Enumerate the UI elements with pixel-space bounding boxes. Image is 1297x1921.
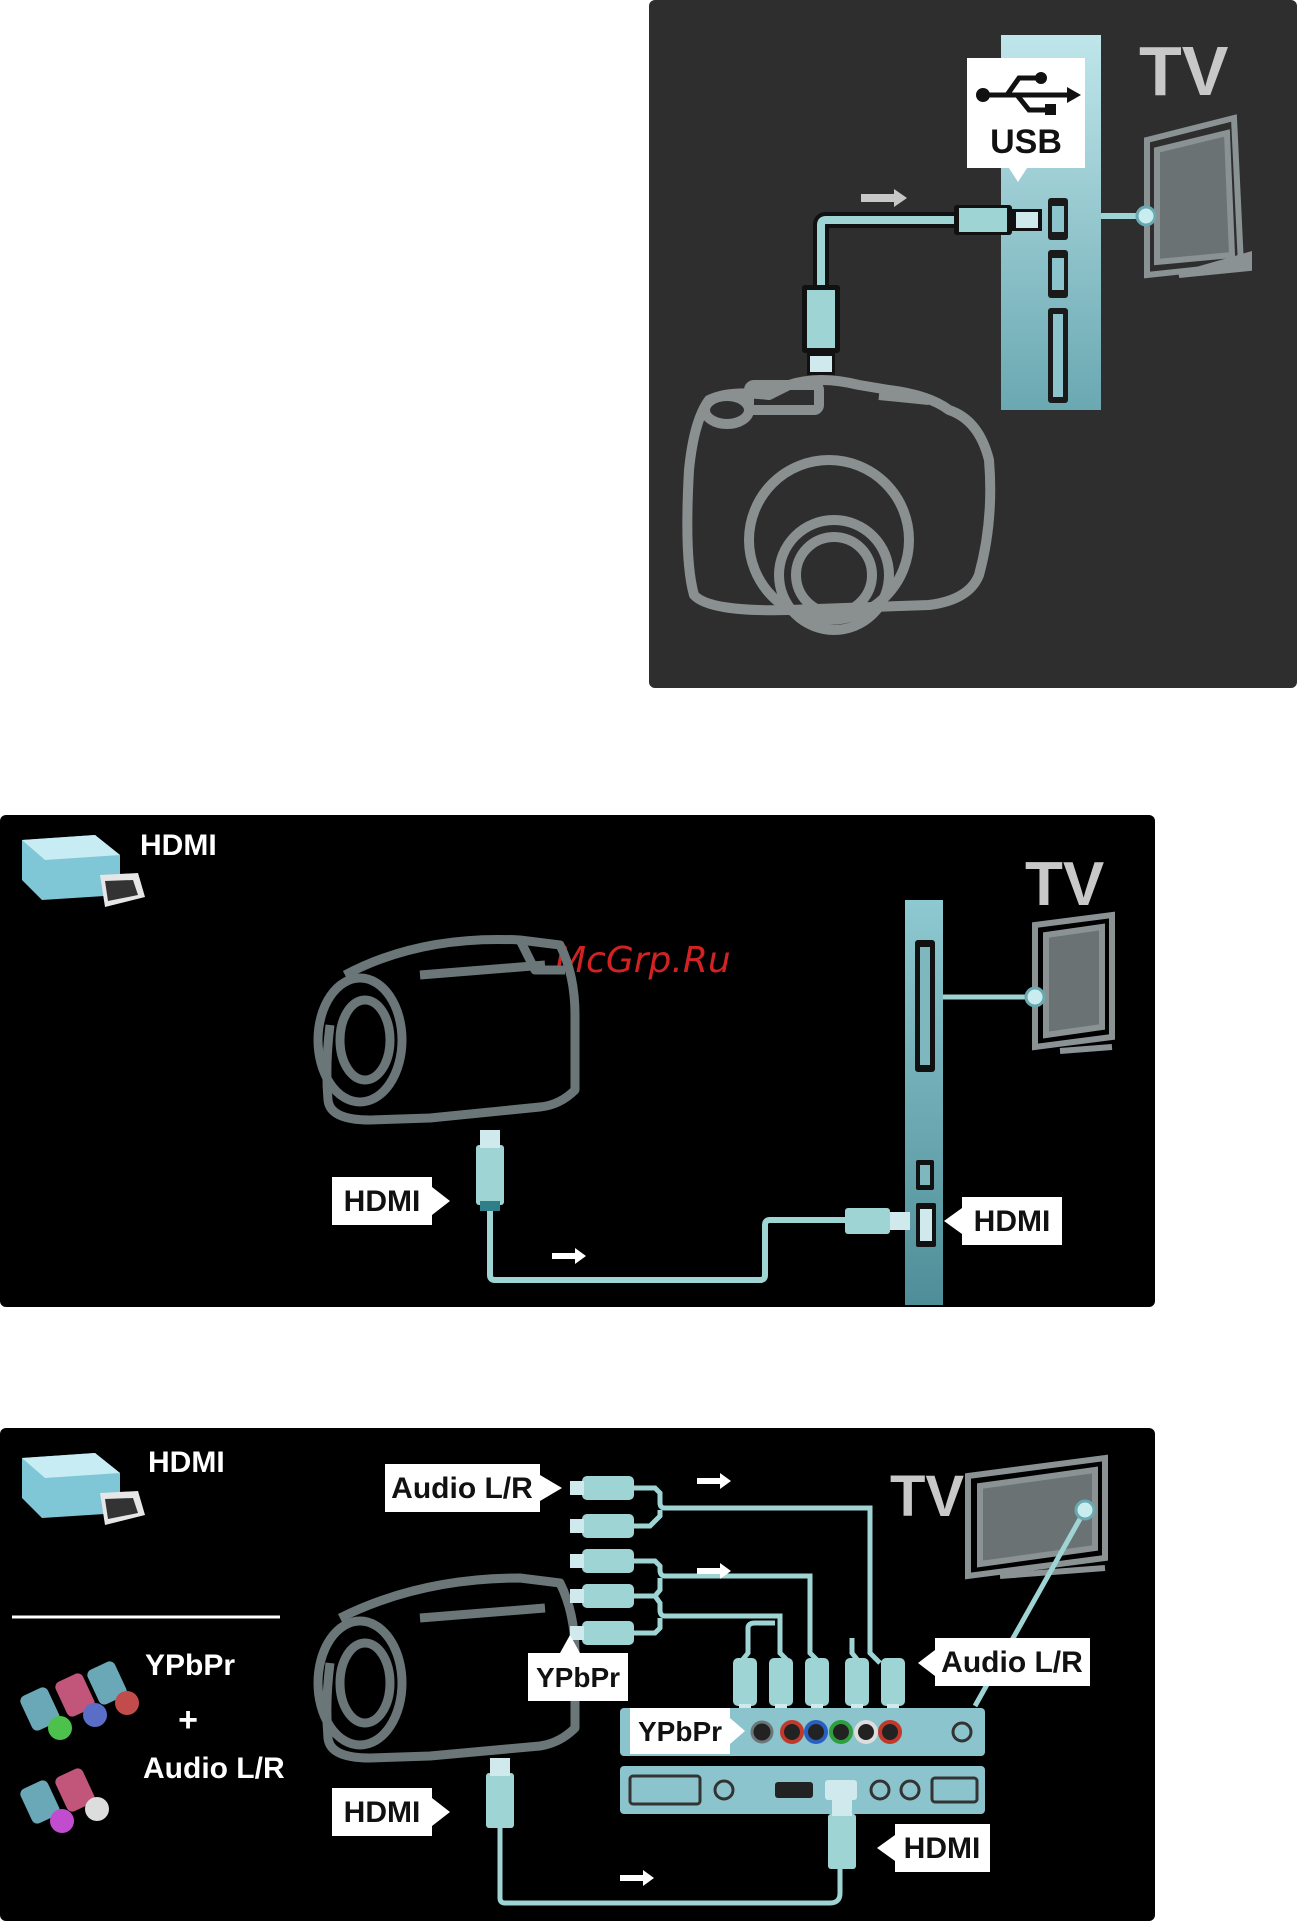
usb-label: USB xyxy=(990,123,1062,161)
audio-plug-icon xyxy=(18,1766,109,1833)
jack-pr xyxy=(782,1722,802,1742)
hdmi-plug-icon xyxy=(22,835,145,907)
jack-audio-l xyxy=(856,1722,876,1742)
tv-icon xyxy=(1035,915,1112,1051)
tv-label: TV xyxy=(890,1464,964,1529)
direction-arrow xyxy=(861,189,907,207)
hdmi-cable xyxy=(490,1195,850,1280)
ypbpr-label-tv: YPbPr xyxy=(638,1716,722,1747)
hdmi-label-tv: HDMI xyxy=(904,1832,981,1865)
camera-hdmi-label: HDMI xyxy=(344,1185,421,1218)
component-plug-icon xyxy=(18,1659,139,1740)
legend-ypbpr-label: YPbPr xyxy=(145,1649,235,1682)
watermark: McGrp.Ru xyxy=(555,940,731,981)
hdmi-diagram: HDMI TV McGrp.Ru xyxy=(0,815,1155,1307)
direction-arrow xyxy=(552,1248,586,1264)
audio-label-top: Audio L/R xyxy=(391,1472,533,1505)
legend-hdmi-label: HDMI xyxy=(148,1446,225,1479)
direction-arrow-audio xyxy=(697,1473,731,1489)
tv-hdmi-label: HDMI xyxy=(974,1205,1051,1238)
component-panel: HDMI YPbPr + Audio L/R TV xyxy=(0,1428,1155,1921)
ypbpr-label-cam: YPbPr xyxy=(536,1662,620,1693)
tv-label: TV xyxy=(1025,850,1104,919)
audio-connectors xyxy=(570,1476,634,1538)
tv-icon xyxy=(1147,118,1249,275)
camera-icon xyxy=(687,380,990,630)
usb-diagram: USB TV xyxy=(649,0,1297,688)
jack-audio-r xyxy=(880,1722,900,1742)
legend-hdmi-label: HDMI xyxy=(140,829,217,862)
jack-pb xyxy=(806,1722,826,1742)
component-diagram: HDMI YPbPr + Audio L/R TV xyxy=(0,1428,1155,1921)
legend-plus: + xyxy=(178,1701,198,1739)
component-connectors xyxy=(570,1549,634,1645)
direction-arrow-hdmi xyxy=(620,1870,654,1886)
legend-audio-label: Audio L/R xyxy=(143,1752,285,1785)
usb-camera-panel: USB TV xyxy=(649,0,1297,688)
hdmi-camcorder-panel: HDMI TV McGrp.Ru xyxy=(0,815,1155,1307)
jack-y xyxy=(831,1722,851,1742)
tv-label: TV xyxy=(1139,32,1229,110)
hdmi-label-cam: HDMI xyxy=(344,1796,421,1829)
audio-label-tv: Audio L/R xyxy=(941,1646,1083,1679)
hdmi-plug-icon xyxy=(22,1453,145,1525)
usb-cable xyxy=(821,220,959,285)
camcorder-icon xyxy=(318,939,575,1120)
